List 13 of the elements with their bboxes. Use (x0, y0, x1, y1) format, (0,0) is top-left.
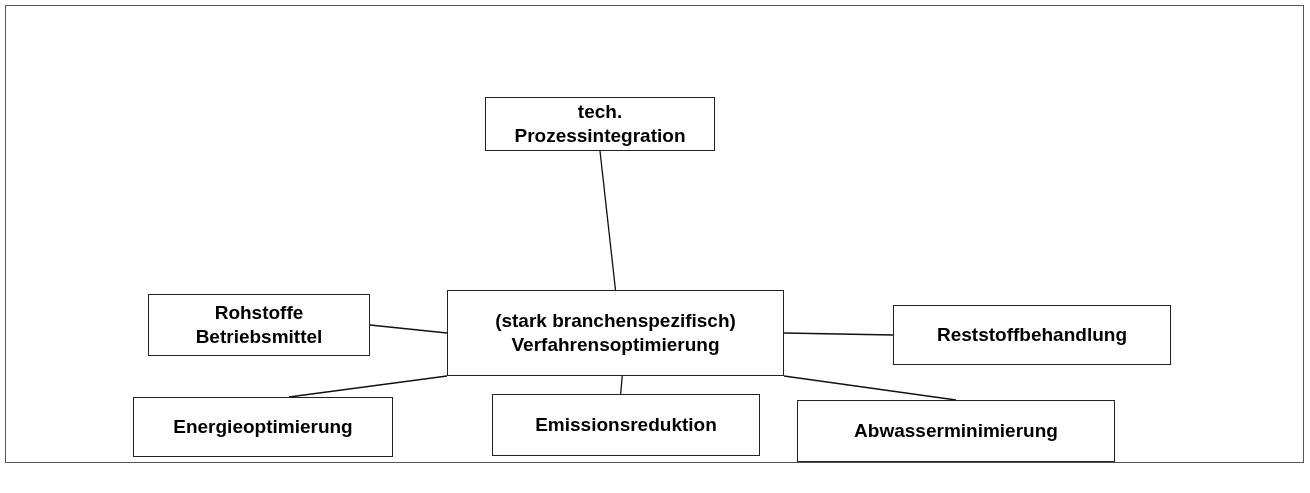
connector-line (783, 375, 957, 401)
text-box: Energieoptimierung (133, 397, 393, 457)
connector-line (599, 150, 617, 291)
text-box: Reststoffbehandlung (893, 305, 1171, 365)
text-box: tech. Prozessintegration (485, 97, 715, 151)
text-box: Rohstoffe Betriebsmittel (148, 294, 370, 356)
text-box: Abwasserminimierung (797, 400, 1115, 462)
connector-line (620, 375, 623, 395)
connector-line (783, 332, 894, 336)
connector-line (288, 375, 448, 398)
text-box: Emissionsreduktion (492, 394, 760, 456)
text-box: (stark branchenspezifisch) Verfahrensoptimierung (447, 290, 784, 376)
connector-line (369, 324, 448, 334)
